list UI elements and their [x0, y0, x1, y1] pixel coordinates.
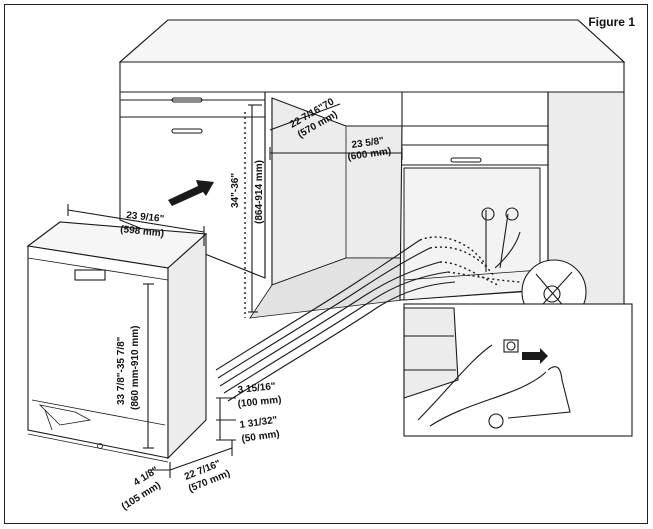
figure-label: Figure 1 — [588, 15, 635, 29]
plinth-height-mm-label: (100 mm) — [237, 394, 282, 410]
dishwasher — [26, 221, 208, 463]
svg-text:(100 mm): (100 mm) — [237, 394, 282, 410]
insert-arrow-icon — [168, 180, 214, 206]
appliance-height-mm-label: (860 mm-910 mm) — [130, 326, 141, 410]
svg-text:3 15/16": 3 15/16" — [237, 381, 276, 396]
svg-text:(860 mm-910 mm): (860 mm-910 mm) — [130, 326, 141, 410]
svg-text:34"-36": 34"-36" — [230, 173, 241, 208]
appliance-height-label: 33 7/8"-35 7/8" — [116, 336, 127, 405]
control-panel — [74, 269, 106, 281]
plinth-height-label: 3 15/16" — [237, 381, 276, 396]
plinth-gap-mm-label: (50 mm) — [241, 429, 281, 445]
svg-text:1 31/32": 1 31/32" — [239, 415, 279, 431]
detail-inset — [403, 303, 633, 437]
drawer-handle — [450, 157, 482, 163]
svg-text:33 7/8"-35 7/8": 33 7/8"-35 7/8" — [116, 336, 127, 405]
plinth-gap-label: 1 31/32" — [239, 415, 279, 431]
supply-pipes — [481, 207, 521, 272]
cabinet-height-label: 34"-36" — [230, 173, 241, 208]
appliance-width-mm-label: (598 mm) — [120, 224, 165, 240]
svg-text:(598 mm): (598 mm) — [120, 224, 165, 240]
dimension-lines — [67, 103, 403, 478]
appliance-width-label: 23 9/16" — [126, 210, 165, 225]
cabinet-width-label: 23 5/8" — [351, 136, 385, 151]
hoses — [215, 236, 521, 402]
svg-text:23 5/8": 23 5/8" — [351, 136, 385, 151]
drawer-handle — [171, 128, 203, 134]
svg-text:23 9/16": 23 9/16" — [126, 210, 165, 225]
cabinet-height-mm-label: (864-914 mm) — [254, 160, 265, 224]
svg-text:(864-914 mm): (864-914 mm) — [254, 160, 265, 224]
svg-text:(50 mm): (50 mm) — [241, 429, 281, 445]
drawer-handle — [171, 97, 203, 103]
